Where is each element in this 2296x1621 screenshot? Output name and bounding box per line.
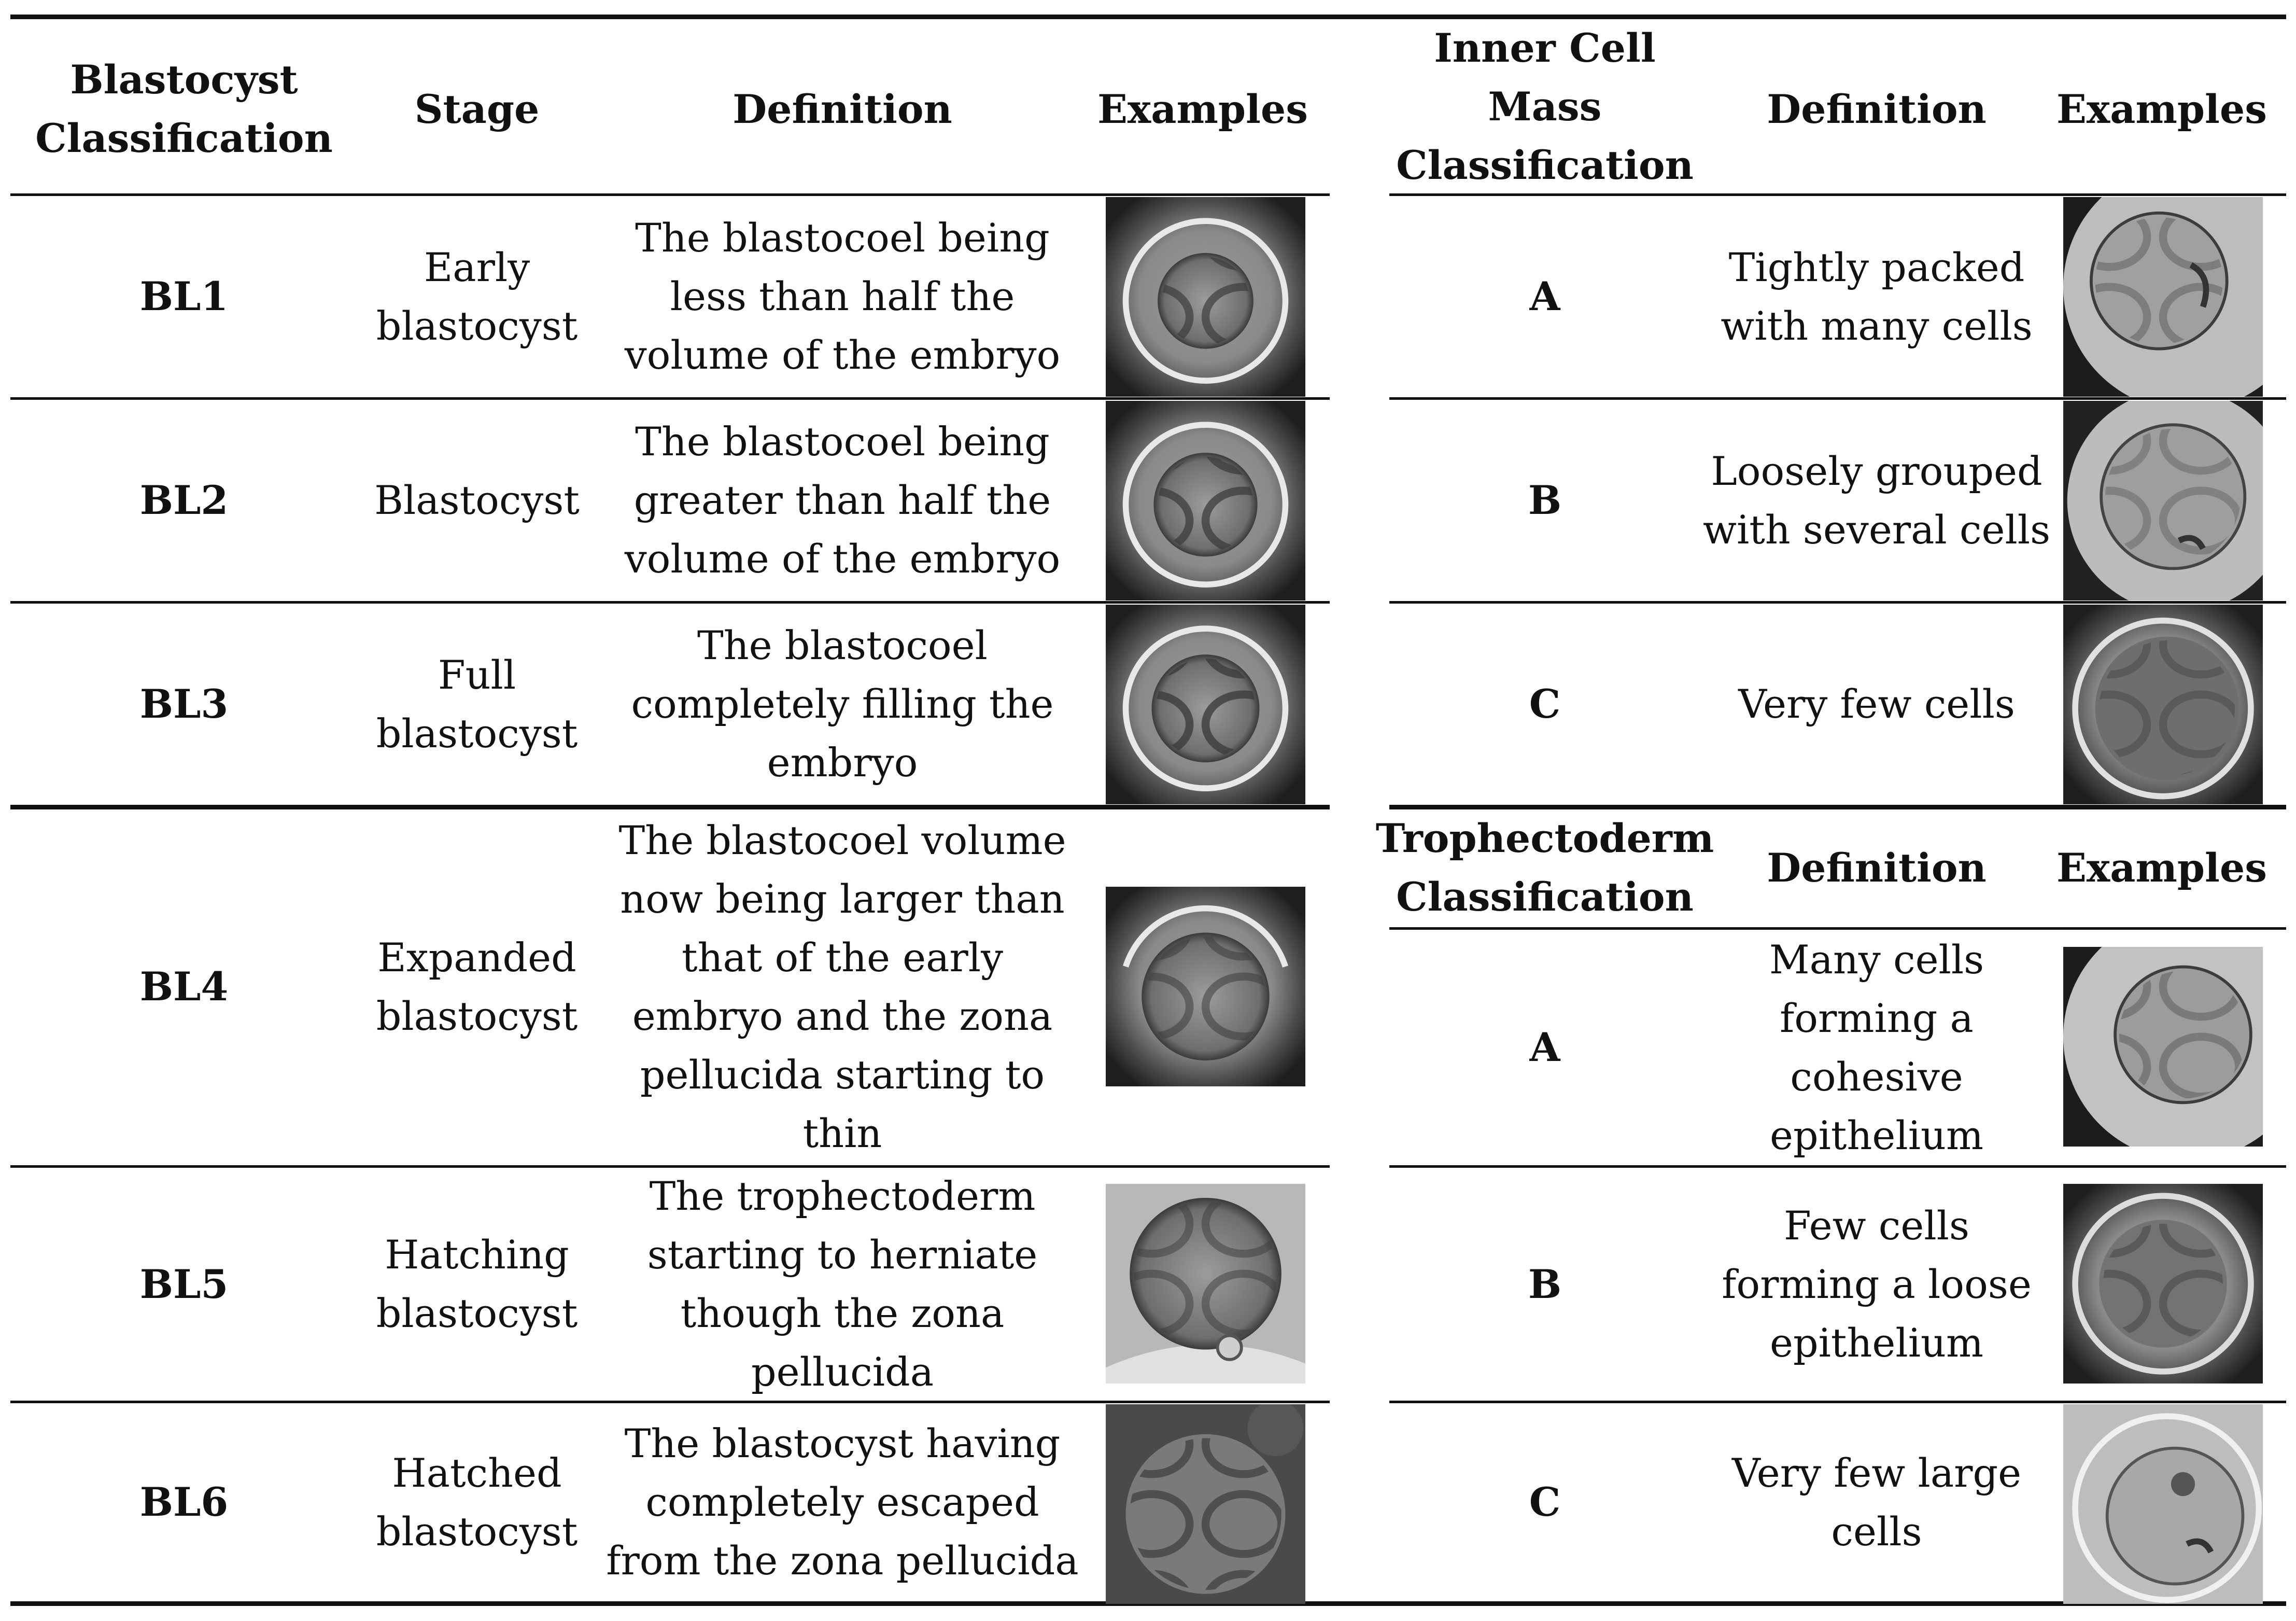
te-image-b [2063,1184,2263,1384]
header-examples: Examples [1097,86,1308,132]
row-bl2-class: BL2 [139,477,229,523]
te-image-c [2063,1404,2263,1604]
icm-row-b-definition: Loosely grouped with several cells [1702,448,2051,553]
header-icm-examples: Examples [2056,86,2267,132]
te-row-c-definition: Very few large cells [1731,1449,2022,1555]
header-icm-definition: Definition [1767,86,1987,132]
row-bl4-definition: The blastocoel volume now being larger t… [618,817,1066,1156]
row-bl4-class: BL4 [139,963,229,1010]
row-rule-bl5 [10,1401,1330,1403]
embryo-image-bl1 [1106,197,1305,397]
row-bl5-definition: The trophectoderm starting to herniate t… [647,1173,1038,1395]
icm-row-a-definition: Tightly packed with many cells [1721,244,2033,349]
icm-row-c-definition: Very few cells [1738,681,2015,727]
row-bl5-stage: Hatching blastocyst [376,1232,578,1336]
icm-image-c [2063,605,2263,804]
row-rule-bl4 [10,1165,1330,1168]
header-te-definition: Definition [1767,844,1987,891]
header-blastocyst-classification: Blastocyst Classification [35,57,333,161]
row-rule-icm-a [1389,397,2286,400]
embryo-image-bl6 [1106,1404,1305,1604]
te-row-b-class: B [1528,1261,1562,1307]
row-bl6-class: BL6 [139,1479,229,1525]
header-te-examples: Examples [2056,844,2267,891]
row-bl3-class: BL3 [139,681,229,727]
row-rule-te-a [1389,1165,2286,1168]
embryo-image-bl4 [1106,887,1305,1086]
header-icm-classification: Inner Cell Mass Classification [1396,24,1694,188]
row-bl2-definition: The blastocoel being greater than half t… [624,418,1061,582]
top-rule [10,15,2286,19]
icm-row-a-class: A [1529,273,1560,319]
row-bl1-class: BL1 [139,273,229,319]
header-rule-te [1389,927,2286,930]
header-rule-left [10,193,1330,196]
row-bl4-stage: Expanded blastocyst [376,934,578,1039]
header-te-classification: Trophectoderm Classification [1375,815,1714,920]
row-bl2-stage: Blastocyst [374,477,580,523]
te-image-a [2063,947,2263,1147]
row-bl1-stage: Early blastocyst [376,244,578,349]
te-row-c-class: C [1529,1479,1561,1525]
te-row-a-definition: Many cells forming a cohesive epithelium [1769,936,1984,1158]
row-bl6-stage: Hatched blastocyst [376,1449,578,1555]
embryo-image-bl2 [1106,401,1305,600]
embryo-image-bl5 [1106,1184,1305,1384]
row-bl5-class: BL5 [139,1261,229,1307]
icm-image-a [2063,197,2263,397]
header-stage: Stage [414,86,540,132]
row-rule-bl2 [10,601,1330,604]
row-bl3-stage: Full blastocyst [376,651,578,757]
row-rule-te-b [1389,1401,2286,1403]
te-row-b-definition: Few cells forming a loose epithelium [1722,1202,2032,1366]
icm-row-c-class: C [1529,681,1561,727]
header-rule-icm [1389,193,2286,196]
row-rule-bl1 [10,397,1330,400]
embryo-image-bl3 [1106,605,1305,804]
row-bl3-definition: The blastocoel completely filling the em… [631,622,1054,786]
row-bl6-definition: The blastocyst having completely escaped… [606,1420,1079,1584]
header-definition: Definition [733,86,952,132]
row-rule-bl3 [10,805,1330,809]
te-row-a-class: A [1529,1024,1560,1070]
row-bl1-definition: The blastocoel being less than half the … [624,215,1061,378]
icm-row-b-class: B [1528,477,1562,523]
row-rule-icm-b [1389,601,2286,604]
te-top-rule [1389,805,2286,809]
icm-image-b [2063,401,2263,600]
